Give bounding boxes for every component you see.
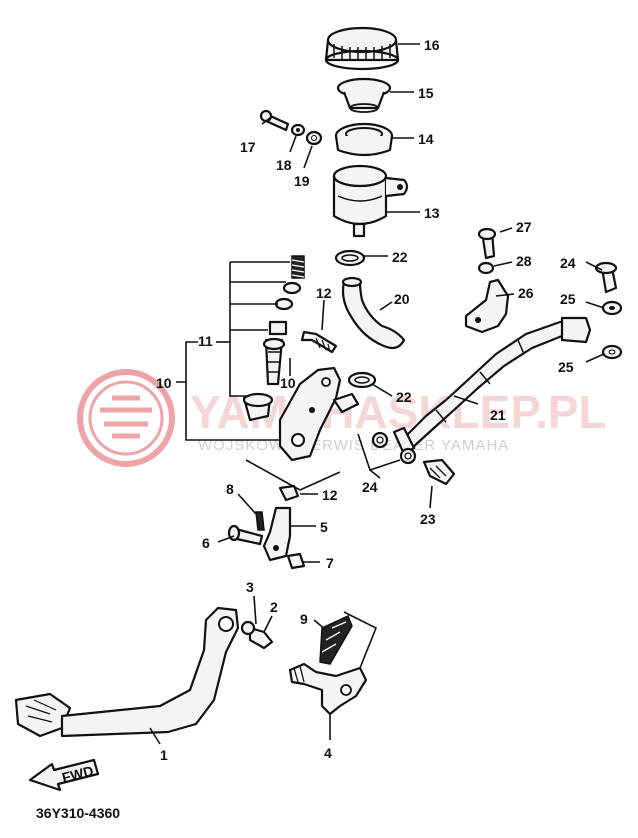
lock-nut <box>278 484 300 502</box>
hose-union-bolt-lower <box>422 458 456 486</box>
master-cylinder-cup-1 <box>282 281 302 295</box>
callout-18: 17 <box>240 139 256 155</box>
pedal-bolt <box>248 626 274 650</box>
master-cylinder-bolt <box>300 330 338 354</box>
callout-28: 28 <box>516 253 532 269</box>
callout-3: 3 <box>246 579 254 595</box>
callout-19: 18 <box>276 157 292 173</box>
hose-union-bolt-upper <box>594 261 618 294</box>
hose-bracket <box>464 278 510 334</box>
callout-15: 14 <box>418 131 434 147</box>
pedal-shaft-arm <box>288 662 368 716</box>
reservoir-diaphragm-plate <box>336 77 392 113</box>
forward-arrow-label: FWD <box>60 762 95 785</box>
callout-25-lower: 24 <box>362 479 378 495</box>
copper-washer-left <box>371 431 389 449</box>
callout-7: 7 <box>326 555 334 571</box>
clevis-pin <box>227 524 264 546</box>
bracket-washer <box>477 261 495 275</box>
bracket-bolt <box>477 227 497 260</box>
copper-washer-right <box>399 447 417 465</box>
reservoir-washer-19 <box>290 123 306 137</box>
callout-12: 12 <box>322 487 338 503</box>
forward-arrow-icon: FWD <box>28 758 100 792</box>
callout-10-left: 10 <box>156 375 172 391</box>
reservoir-tank <box>332 164 409 238</box>
brake-pedal <box>14 606 240 738</box>
callout-10-right: 10 <box>280 375 296 391</box>
callout-25-mid: 25 <box>558 359 574 375</box>
callout-21: 20 <box>394 291 410 307</box>
master-cylinder-spring <box>291 255 305 279</box>
callout-20: 19 <box>294 173 310 189</box>
reservoir-washer-20 <box>305 130 323 146</box>
diagram-code: 36Y310-4360 <box>36 805 120 821</box>
master-cylinder-boot <box>242 392 274 422</box>
clevis-nut <box>286 552 306 570</box>
reservoir-cap <box>324 26 400 71</box>
callout-4: 4 <box>324 745 332 761</box>
watermark-tagline: WOJSKOWY SERWIS DEALER YAMAHA <box>198 437 509 454</box>
reservoir-hose <box>341 276 406 350</box>
brake-hose <box>392 316 592 456</box>
callout-9: 9 <box>300 611 308 627</box>
callout-16: 15 <box>418 85 434 101</box>
clevis <box>262 506 292 562</box>
callout-22-lower: 22 <box>396 389 412 405</box>
hose-clip-lower <box>347 371 377 389</box>
master-cylinder-cup-2 <box>274 297 294 311</box>
callout-8: 8 <box>226 481 234 497</box>
callout-2: 2 <box>270 599 278 615</box>
callout-11: 11 <box>198 333 213 349</box>
pedal-washer <box>240 620 256 636</box>
callout-13: 12 <box>316 285 332 301</box>
reservoir-diaphragm <box>334 122 394 157</box>
callout-25-upper: 25 <box>560 291 576 307</box>
watermark-logo-icon <box>77 369 175 467</box>
callout-5: 5 <box>320 519 328 535</box>
return-spring <box>319 614 353 665</box>
master-cylinder-body <box>278 366 360 462</box>
callout-1: 1 <box>160 747 168 763</box>
callout-22-upper: 22 <box>392 249 408 265</box>
callout-14: 13 <box>424 205 440 221</box>
hose-clip-upper <box>334 249 366 267</box>
callout-labels: 16 15 14 13 17 18 19 22 20 12 22 11 10 1… <box>156 37 576 763</box>
callout-6: 6 <box>202 535 210 551</box>
callout-17: 16 <box>424 37 440 53</box>
copper-washer-upper-1 <box>601 300 623 316</box>
callout-24-lower: 23 <box>420 511 436 527</box>
callout-24-upper: 24 <box>560 255 576 271</box>
leader-lines <box>149 43 605 745</box>
copper-washer-upper-2 <box>601 344 623 360</box>
reservoir-screw <box>259 109 290 132</box>
callout-26: 26 <box>518 285 534 301</box>
callout-23: 21 <box>490 407 506 423</box>
callout-27: 27 <box>516 219 532 235</box>
master-cylinder-piston <box>262 320 288 386</box>
cotter-pin <box>255 511 265 531</box>
